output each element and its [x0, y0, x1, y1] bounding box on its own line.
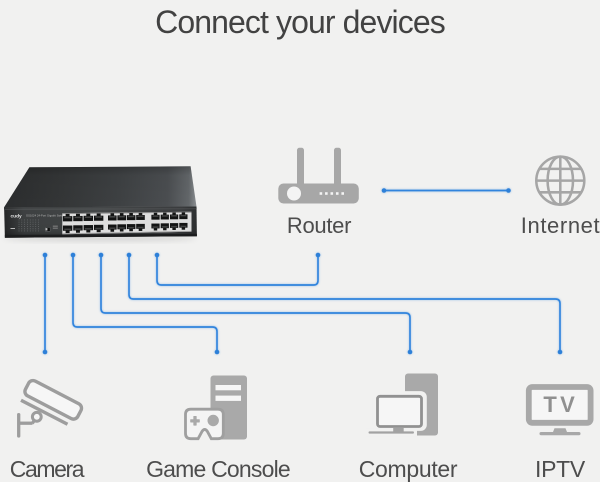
svg-text:Internet: Internet [521, 213, 600, 238]
svg-text:Game Console: Game Console [146, 456, 290, 482]
svg-text:TV: TV [543, 392, 578, 417]
svg-text:Camera: Camera [10, 456, 85, 482]
svg-text:GS1024 24-Port Gigabit Switch: GS1024 24-Port Gigabit Switch [26, 214, 65, 218]
svg-text:Router: Router [287, 213, 351, 238]
svg-text:cudy: cudy [11, 214, 23, 220]
svg-text:Connect your devices: Connect your devices [155, 4, 445, 40]
svg-text:Computer: Computer [359, 456, 458, 482]
svg-text:IPTV: IPTV [535, 456, 586, 482]
